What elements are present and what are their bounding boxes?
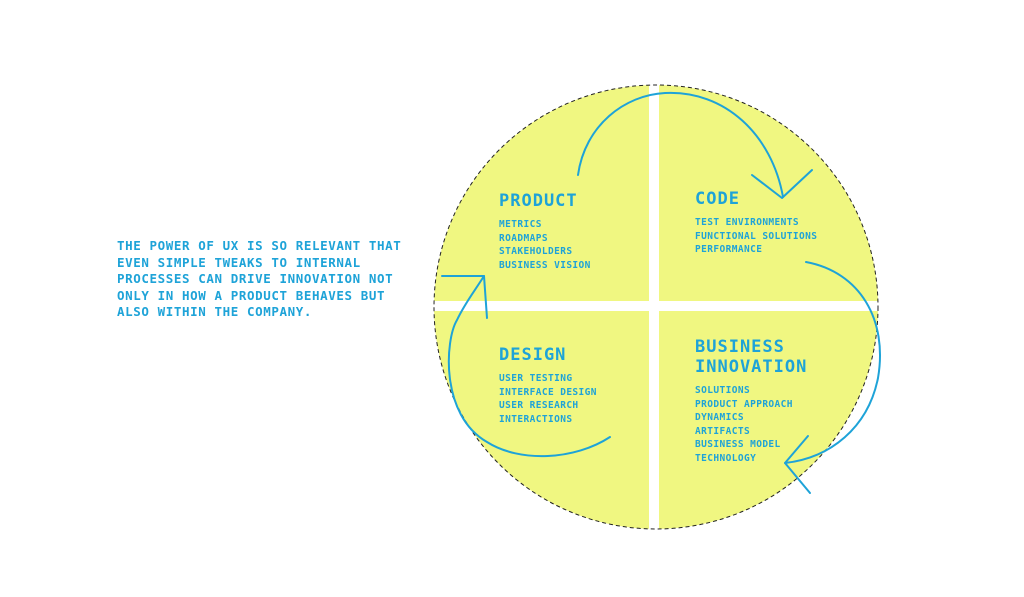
quadrant-title: Code	[695, 189, 740, 209]
quadrant-title: Business Innovation	[695, 337, 808, 377]
quadrant-item: Functional Solutions	[695, 230, 818, 242]
quadrant-item: Product Approach	[695, 398, 793, 410]
quadrant-item-list: User Testing Interface Design User Resea…	[499, 372, 644, 426]
arrow-design-loop-icon	[441, 275, 611, 458]
quadrant-item-list: Test Environments Functional Solutions P…	[695, 216, 855, 257]
quadrant-item: Interactions	[499, 413, 573, 425]
quadrant-item: Metrics	[499, 219, 542, 230]
quadrant-item: Business Vision	[499, 259, 591, 271]
quadrant-item-list: Metrics Roadmaps Stakeholders Business V…	[499, 218, 644, 272]
intro-text: The power of UX is so relevant that even…	[117, 238, 402, 319]
quadrant-item: Test Environments	[695, 217, 800, 228]
quadrant-code: Code Test Environments Functional Soluti…	[695, 189, 855, 257]
arrow-code-to-business-icon	[784, 261, 881, 494]
quadrant-product: Product Metrics Roadmaps Stakeholders Bu…	[499, 191, 644, 272]
quadrant-item: Artifacts	[695, 425, 751, 437]
quadrant-item: Interface Design	[499, 386, 597, 398]
quadrant-item: Technology	[695, 452, 757, 464]
dashed-outline	[433, 84, 879, 530]
quadrant-item-list: Solutions Product Approach Dynamics Arti…	[695, 384, 855, 466]
quadrant-item: Performance	[695, 244, 763, 256]
horizontal-divider	[425, 301, 895, 311]
quadrant-item: Roadmaps	[499, 232, 548, 244]
quadrant-title: Design	[499, 345, 567, 365]
quadrant-title: Product	[499, 191, 578, 211]
quadrant-item: Solutions	[695, 385, 751, 396]
quadrant-business-innovation: Business Innovation Solutions Product Ap…	[695, 337, 855, 466]
quadrant-design: Design User Testing Interface Design Use…	[499, 345, 644, 426]
quadrant-item: User Testing	[499, 373, 573, 384]
quadrant-item: Dynamics	[695, 412, 744, 424]
quadrant-item: Stakeholders	[499, 246, 573, 258]
quadrant-item: Business Model	[695, 439, 781, 451]
quadrant-item: User Research	[499, 400, 579, 412]
arrow-product-to-code-icon	[577, 91, 813, 199]
